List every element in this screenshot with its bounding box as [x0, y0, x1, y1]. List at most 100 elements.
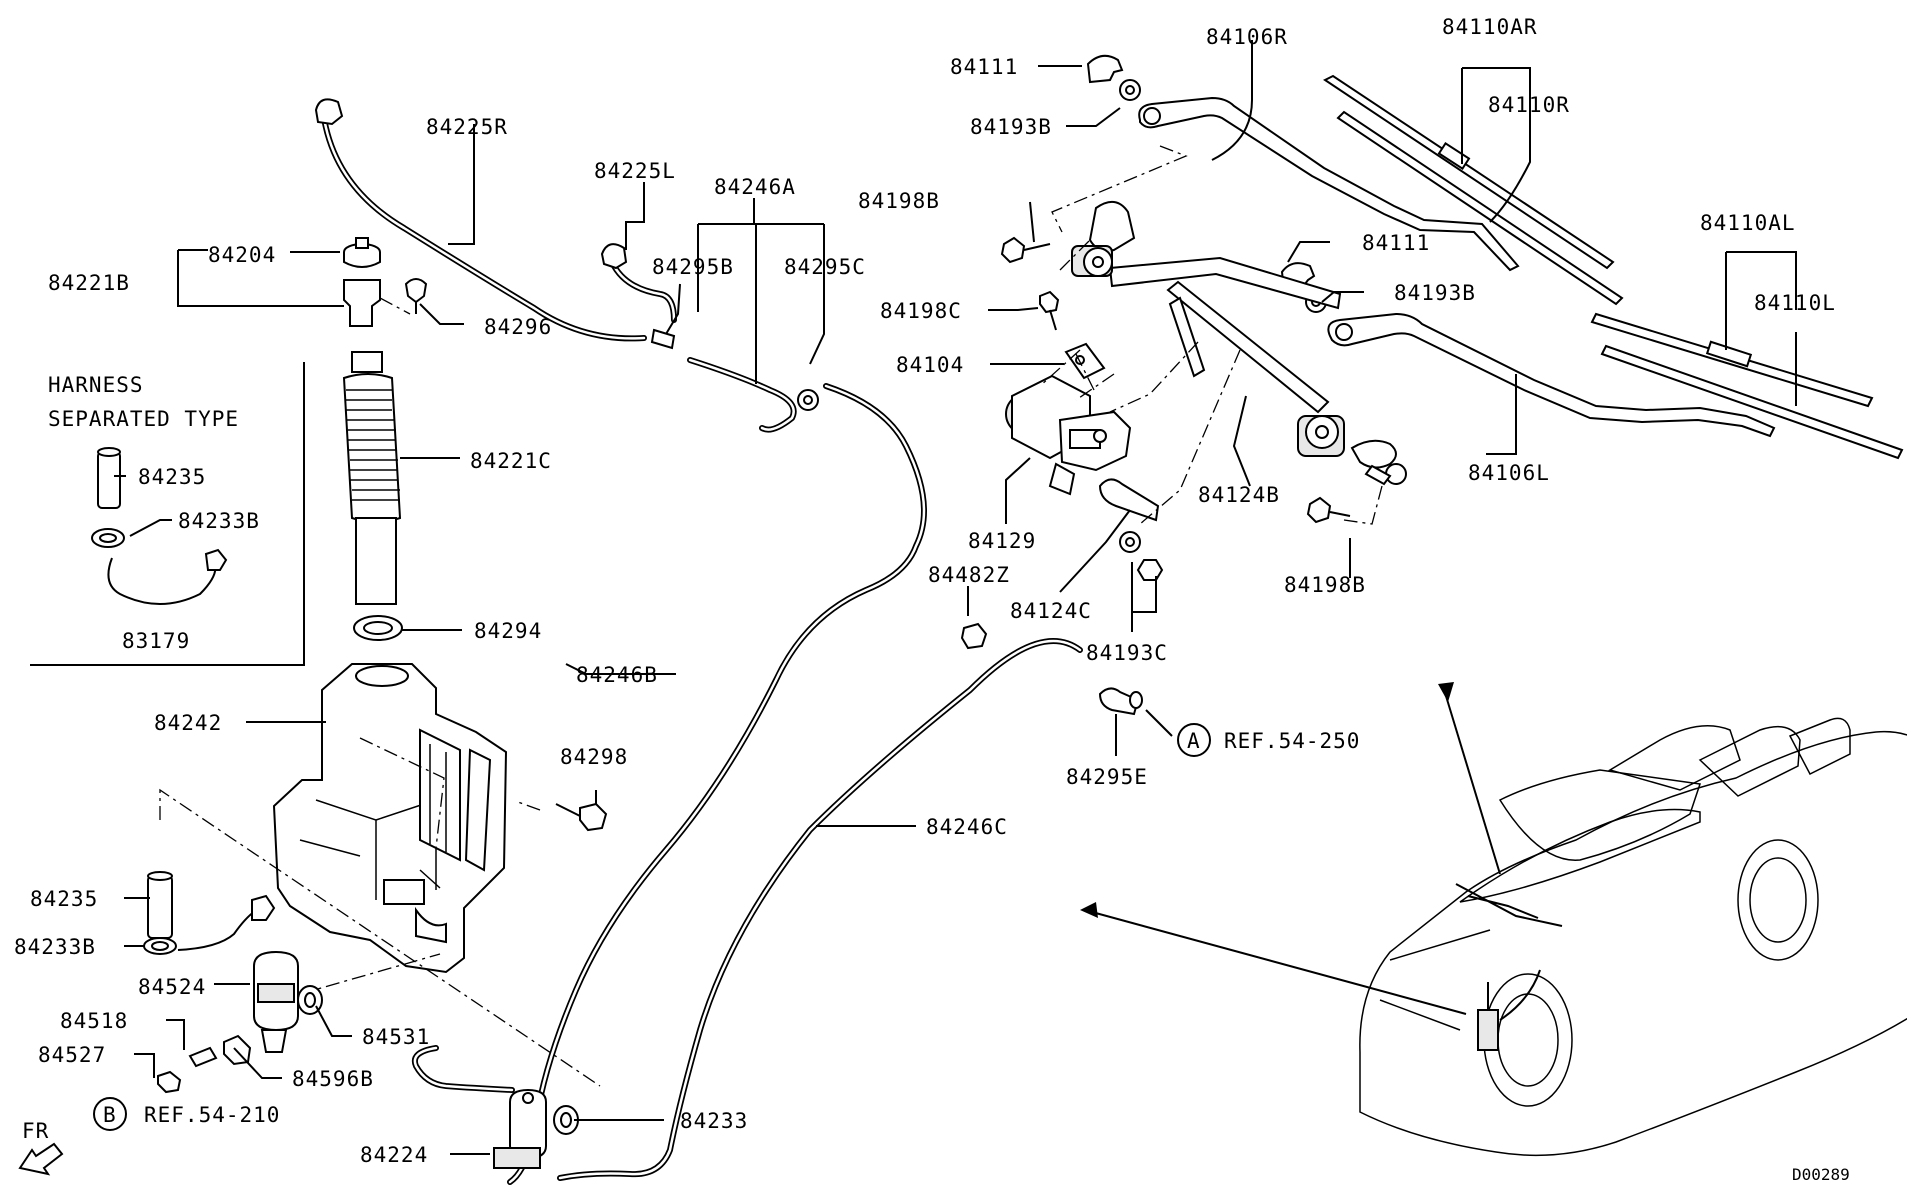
hose-84246c[interactable] [557, 638, 1083, 1181]
label-84124b[interactable]: 84124B [1198, 483, 1280, 507]
label-84527[interactable]: 84527 [38, 1043, 106, 1067]
label-84110r[interactable]: 84110R [1488, 93, 1570, 117]
arm-cap-right[interactable] [1086, 54, 1124, 84]
washer-pump-84224[interactable] [493, 1088, 547, 1169]
vehicle-locator [1080, 682, 1907, 1157]
fr-arrow-icon [18, 1142, 64, 1176]
nut-84193b-right[interactable] [1119, 79, 1141, 101]
grommet-84233[interactable] [553, 1105, 579, 1135]
label-84298[interactable]: 84298 [560, 745, 628, 769]
wiper-blade-right[interactable] [1323, 74, 1624, 306]
pivot-left[interactable] [1297, 415, 1407, 486]
label-84294[interactable]: 84294 [474, 619, 542, 643]
hose-84518[interactable] [188, 1046, 218, 1068]
label-84596b[interactable]: 84596B [292, 1067, 374, 1091]
label-84110ar[interactable]: 84110AR [1442, 15, 1538, 39]
bracket-84124c[interactable] [1098, 478, 1160, 522]
level-sensor-84235[interactable] [147, 871, 173, 939]
joint-84295e[interactable] [1098, 687, 1143, 716]
label-84129[interactable]: 84129 [968, 529, 1036, 553]
label-84124c[interactable]: 84124C [1010, 599, 1092, 623]
ref-a-circle: A [1187, 729, 1201, 753]
label-84518[interactable]: 84518 [60, 1009, 128, 1033]
clip-84296[interactable] [404, 278, 428, 304]
label-84235-harness[interactable]: 84235 [138, 465, 206, 489]
washer-pump-84524[interactable] [253, 950, 299, 1053]
label-84198b-lower[interactable]: 84198B [1284, 573, 1366, 597]
label-84110al[interactable]: 84110AL [1700, 211, 1796, 235]
hoses-group [314, 98, 1083, 1185]
ref-a-label[interactable]: REF.54-250 [1224, 729, 1360, 753]
label-84193b-upper[interactable]: 84193B [970, 115, 1052, 139]
filler-neck-upper[interactable] [343, 279, 381, 327]
reference-b[interactable]: B REF.54-210 [93, 1097, 280, 1131]
sensor-wire[interactable] [177, 907, 261, 951]
label-84482z[interactable]: 84482Z [928, 563, 1010, 587]
bolt-84527[interactable] [157, 1070, 182, 1094]
label-83179[interactable]: 83179 [122, 629, 190, 653]
bolt-84198b-lower[interactable] [1306, 496, 1351, 524]
harness-note-line1: HARNESS [48, 373, 144, 397]
nut-84193c[interactable] [1119, 531, 1164, 581]
label-84225l[interactable]: 84225L [594, 159, 676, 183]
grommet-84233b[interactable] [143, 937, 177, 955]
label-84295e[interactable]: 84295E [1066, 765, 1148, 789]
label-84104[interactable]: 84104 [896, 353, 964, 377]
level-sensor-harness-type[interactable] [97, 447, 121, 509]
bolt-84298[interactable] [555, 802, 608, 832]
filler-cap[interactable] [343, 237, 381, 268]
label-84235[interactable]: 84235 [30, 887, 98, 911]
label-84198b-upper[interactable]: 84198B [858, 189, 940, 213]
bolt-84198b-upper[interactable] [1000, 236, 1051, 264]
label-84242[interactable]: 84242 [154, 711, 222, 735]
nozzle-right[interactable] [314, 98, 344, 126]
filler-hose-corrugated[interactable] [342, 351, 402, 605]
wiper-arm-left[interactable] [1327, 312, 1776, 438]
washer-reservoir[interactable] [272, 663, 508, 974]
clip-84482z[interactable] [960, 622, 988, 650]
nozzle-left[interactable] [600, 243, 628, 270]
label-84524[interactable]: 84524 [138, 975, 206, 999]
linkage-bar-84124b[interactable] [1108, 256, 1342, 310]
linkage-rod[interactable] [1166, 280, 1330, 414]
label-84233[interactable]: 84233 [680, 1109, 748, 1133]
label-84295c[interactable]: 84295C [784, 255, 866, 279]
label-84224[interactable]: 84224 [360, 1143, 428, 1167]
label-84111-upper[interactable]: 84111 [950, 55, 1018, 79]
label-84246b[interactable]: 84246B [576, 663, 658, 687]
leader-lines [114, 40, 1797, 1155]
label-84111-lower[interactable]: 84111 [1362, 231, 1430, 255]
bracket-84104[interactable] [1064, 342, 1106, 380]
label-84246a[interactable]: 84246A [714, 175, 796, 199]
wiper-blade-left[interactable] [1590, 312, 1904, 460]
bolt-84198c[interactable] [1039, 290, 1060, 331]
label-84106r[interactable]: 84106R [1206, 25, 1288, 49]
label-84193b-lower[interactable]: 84193B [1394, 281, 1476, 305]
label-84204[interactable]: 84204 [208, 243, 276, 267]
wiper-arm-right[interactable] [1138, 96, 1520, 272]
harness-83179[interactable] [107, 557, 217, 605]
label-84296[interactable]: 84296 [484, 315, 552, 339]
joint-84295b[interactable] [650, 328, 676, 350]
label-84295b[interactable]: 84295B [652, 255, 734, 279]
label-84221c[interactable]: 84221C [470, 449, 552, 473]
label-84225r[interactable]: 84225R [426, 115, 508, 139]
label-84246c[interactable]: 84246C [926, 815, 1008, 839]
hose-84224[interactable] [412, 1045, 515, 1093]
label-84233b[interactable]: 84233B [14, 935, 96, 959]
label-84198c[interactable]: 84198C [880, 299, 962, 323]
grommet-harness-type[interactable] [91, 528, 125, 548]
label-84106l[interactable]: 84106L [1468, 461, 1550, 485]
label-84193c[interactable]: 84193C [1086, 641, 1168, 665]
gasket-84294[interactable] [353, 615, 403, 641]
label-84233b-harness[interactable]: 84233B [178, 509, 260, 533]
label-84110l[interactable]: 84110L [1754, 291, 1836, 315]
pivot-right[interactable] [1071, 201, 1136, 277]
reference-a[interactable]: A REF.54-210 REF.54-250 [1177, 723, 1360, 757]
ref-b-label[interactable]: REF.54-210 [144, 1103, 280, 1127]
wiper-motor[interactable] [1005, 374, 1132, 496]
label-84531[interactable]: 84531 [362, 1025, 430, 1049]
joint-84295c[interactable] [797, 389, 819, 411]
label-84221b[interactable]: 84221B [48, 271, 130, 295]
